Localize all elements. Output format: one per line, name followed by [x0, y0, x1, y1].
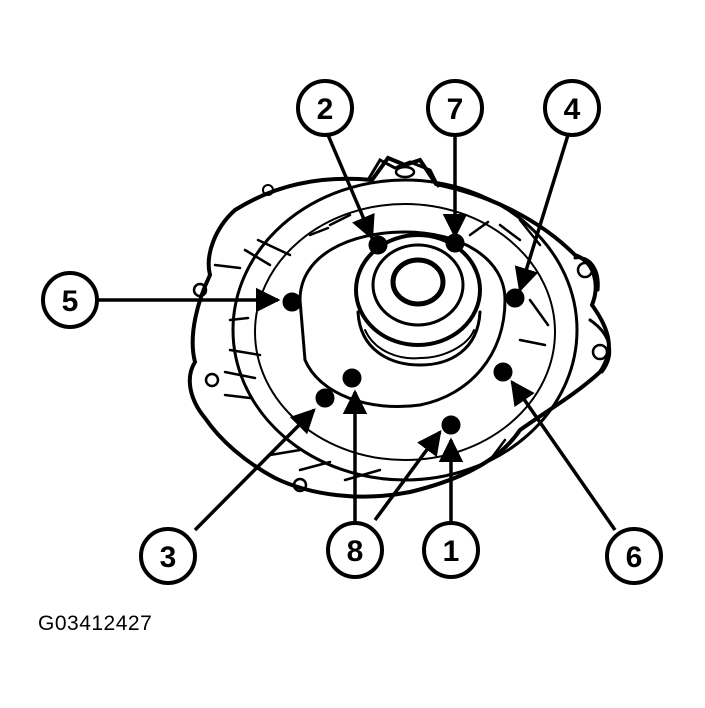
leader-3 — [193, 408, 316, 532]
bolt-head-8 — [342, 368, 362, 388]
leader-arrows — [97, 134, 617, 532]
flange-ring-inner — [254, 203, 556, 461]
callout-8-label: 8 — [347, 535, 364, 568]
bolt-head-6 — [493, 362, 513, 382]
callout-4: 4 — [543, 79, 601, 137]
left-hole-3 — [204, 372, 220, 388]
leader-4 — [514, 134, 570, 293]
callout-5: 5 — [41, 271, 99, 329]
bolt-head-3 — [315, 388, 335, 408]
right-lug-hole-2 — [591, 343, 609, 361]
right-lug-hole — [576, 261, 594, 279]
bolt-heads — [282, 233, 525, 435]
hub-base — [356, 310, 482, 367]
hub-mid — [371, 243, 465, 327]
housing-details — [213, 213, 550, 482]
leader-8b — [373, 430, 442, 522]
bolt-head-4 — [505, 288, 525, 308]
left-hole-1 — [262, 184, 274, 196]
hub-bore — [390, 257, 446, 307]
callout-2-label: 2 — [317, 93, 334, 126]
callout-3-label: 3 — [160, 541, 177, 574]
top-lug — [366, 158, 440, 188]
left-hole-4 — [292, 477, 308, 493]
bolt-head-2 — [368, 235, 388, 255]
callouts: 2 7 4 5 3 8 1 6 — [41, 79, 663, 585]
callout-2: 2 — [296, 79, 354, 137]
callout-1-label: 1 — [443, 535, 460, 568]
callout-7: 7 — [426, 79, 484, 137]
callout-7-label: 7 — [447, 93, 464, 126]
left-hole-2 — [192, 282, 208, 298]
figure-id: G03412427 — [38, 612, 153, 635]
callout-1: 1 — [422, 521, 480, 579]
callout-5-label: 5 — [62, 285, 79, 318]
callout-6: 6 — [605, 527, 663, 585]
right-lug — [573, 256, 612, 374]
bolt-head-5 — [282, 292, 302, 312]
leader-6 — [510, 379, 617, 531]
leader-2 — [326, 134, 375, 241]
pump-assembly-drawing — [187, 155, 612, 499]
center-plate — [298, 230, 507, 409]
callout-8: 8 — [326, 521, 384, 579]
callout-6-label: 6 — [626, 541, 643, 574]
bolt-head-7 — [445, 233, 465, 253]
bolt-head-1 — [441, 415, 461, 435]
hub-outer — [354, 233, 482, 347]
top-lug-hole — [394, 165, 416, 179]
hub-base-2 — [364, 329, 475, 360]
callout-3: 3 — [139, 527, 197, 585]
callout-4-label: 4 — [564, 93, 581, 126]
